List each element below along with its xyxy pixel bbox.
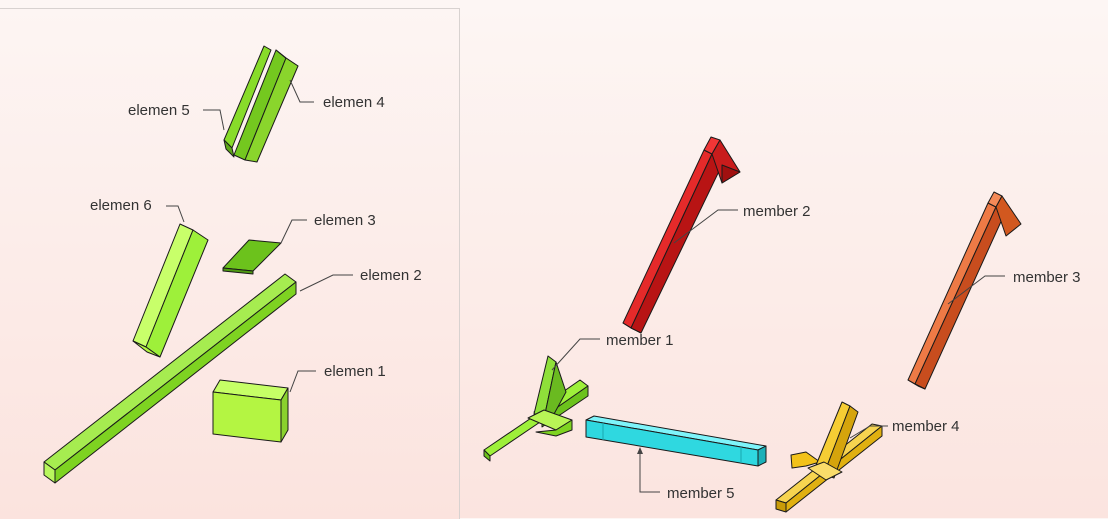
elemen-5-label: elemen 5	[128, 102, 190, 119]
member-4-label: member 4	[892, 418, 960, 435]
member-3-shape	[907, 191, 1022, 390]
member-4-shape	[775, 401, 883, 513]
elemen-2-leader	[299, 274, 353, 292]
elemen-4-leader	[289, 79, 314, 103]
elemen-3-leader	[280, 219, 307, 244]
elemen-2-label: elemen 2	[360, 267, 422, 284]
member-5-shape	[585, 415, 767, 467]
member-1-leader	[551, 338, 600, 371]
member-3-label: member 3	[1013, 269, 1081, 286]
elemen-5-leader	[203, 109, 225, 131]
member-2-shape	[622, 136, 741, 334]
elemen-3-shape	[222, 239, 282, 275]
elemen-6-shape	[132, 223, 209, 358]
elemen-5-shape	[223, 45, 272, 158]
elemen-6-leader	[166, 205, 185, 223]
elemen-4-shape	[233, 49, 299, 163]
elemen-6-label: elemen 6	[90, 197, 152, 214]
member-5-label: member 5	[667, 485, 735, 502]
elemen-2-shape	[43, 273, 297, 484]
member-4-leader	[849, 425, 888, 439]
elemen-1-shape	[212, 379, 289, 443]
member-5-leader	[639, 452, 660, 493]
member-1-label: member 1	[606, 332, 674, 349]
elemen-3-label: elemen 3	[314, 212, 376, 229]
member-5-leader-arrow	[637, 447, 643, 454]
elemen-4-label: elemen 4	[323, 94, 385, 111]
member-2-label: member 2	[743, 203, 811, 220]
member-3-leader	[947, 275, 1005, 305]
elemen-1-label: elemen 1	[324, 363, 386, 380]
elemen-1-leader	[289, 370, 316, 393]
member-2-leader	[673, 209, 738, 244]
member-1-shape	[483, 355, 589, 462]
